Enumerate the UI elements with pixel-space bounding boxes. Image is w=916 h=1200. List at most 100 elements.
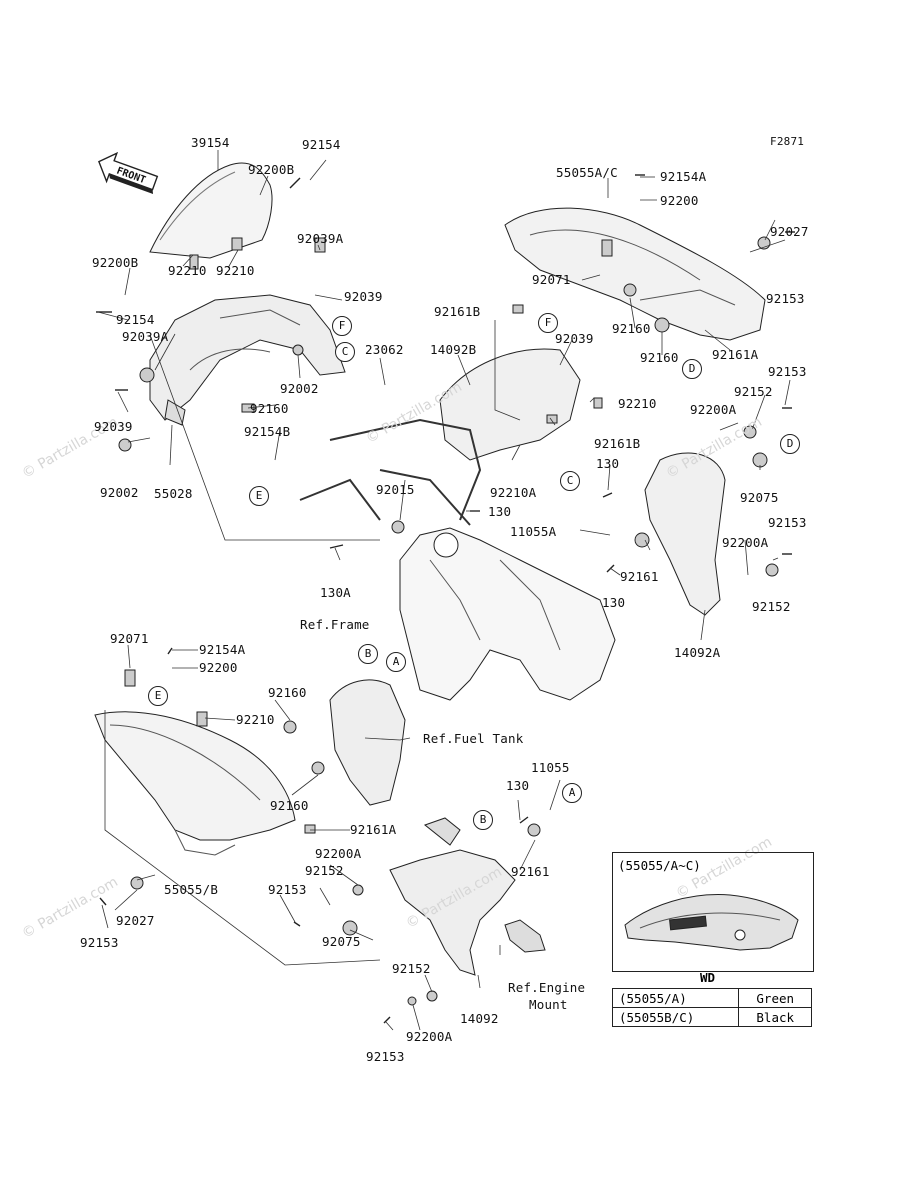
part-label[interactable]: 92200A [406,1029,453,1044]
callout-b: B [473,810,493,830]
cowl-stay [439,348,581,461]
part-label[interactable]: 92075 [740,490,779,505]
part-label[interactable]: 92200 [199,660,238,675]
part-label[interactable]: 11055A [510,524,557,539]
part-label[interactable]: 92160 [270,798,309,813]
inset-part-image [624,894,799,951]
part-label[interactable]: 92152 [734,384,773,399]
part-label[interactable]: 92160 [640,350,679,365]
color-table: (55055/A) Green (55055B/C) Black [611,988,812,1027]
part-label[interactable]: 92039 [555,331,594,346]
part-label[interactable]: 92200A [315,846,362,861]
color-row-value: Black [738,1007,812,1027]
part-label[interactable]: 92200B [92,255,139,270]
part-label[interactable]: 92002 [100,485,139,500]
part-label[interactable]: 92154 [302,137,341,152]
part-label[interactable]: 92160 [612,321,651,336]
part-label[interactable]: 92210 [236,712,275,727]
part-label[interactable]: 92161A [712,347,759,362]
part-label[interactable]: 55028 [154,486,193,501]
part-label[interactable]: 92161 [511,864,550,879]
inner-panel-right [644,452,726,616]
ref-frame-label: Ref.Frame [300,617,370,632]
ref-fuel-tank-label: Ref.Fuel Tank [423,731,524,746]
part-label[interactable]: 92210 [168,263,207,278]
part-label[interactable]: 92161A [350,822,397,837]
part-label[interactable]: 92160 [268,685,307,700]
part-label[interactable]: 92039A [122,329,169,344]
part-label[interactable]: 92154B [244,424,291,439]
inset-title: (55055/A~C) [618,858,701,873]
part-label[interactable]: 92161 [620,569,659,584]
part-label[interactable]: 92152 [752,599,791,614]
color-row: (55055B/C) Black [611,1007,812,1027]
bracket-55028 [164,399,186,426]
part-label[interactable]: 92027 [116,913,155,928]
part-label[interactable]: 92153 [766,291,805,306]
part-label[interactable]: 39154 [191,135,230,150]
part-label[interactable]: 92071 [110,631,149,646]
callout-e: E [249,486,269,506]
part-label[interactable]: 55055A/C [556,165,618,180]
part-label[interactable]: 92200A [690,402,737,417]
part-label[interactable]: 92153 [268,882,307,897]
inner-panel-lower [389,849,516,976]
callout-a: A [386,652,406,672]
part-label[interactable]: 11055 [531,760,570,775]
part-label[interactable]: 92153 [366,1049,405,1064]
part-label[interactable]: 92200 [660,193,699,208]
part-label[interactable]: 130A [320,585,351,600]
part-label[interactable]: 92210 [618,396,657,411]
part-label[interactable]: 92039A [297,231,344,246]
part-label[interactable]: 14092A [674,645,721,660]
part-label[interactable]: 130 [488,504,512,519]
callout-f: F [332,316,352,336]
part-label[interactable]: 92200A [722,535,769,550]
callout-c: C [560,471,580,491]
callout-b: B [358,644,378,664]
part-label[interactable]: 92154A [199,642,246,657]
callout-f: F [538,313,558,333]
part-label[interactable]: 130 [506,778,530,793]
part-label[interactable]: 92152 [392,961,431,976]
figure-code: F2871 [770,135,805,148]
part-label[interactable]: 92161B [594,436,641,451]
part-label[interactable]: 92154A [660,169,707,184]
part-label[interactable]: 92153 [80,935,119,950]
part-label[interactable]: 92160 [250,401,289,416]
ref-engine-mount-label: Mount [529,997,568,1012]
part-label[interactable]: 92027 [770,224,809,239]
part-label[interactable]: 92153 [768,364,807,379]
part-label[interactable]: 92161B [434,304,481,319]
part-label[interactable]: 92153 [768,515,807,530]
part-label[interactable]: 55055/B [164,882,219,897]
color-row: (55055/A) Green [611,988,812,1008]
front-direction-icon: FRONT [98,151,159,195]
part-label[interactable]: 92071 [532,272,571,287]
part-label[interactable]: 14092B [430,342,477,357]
part-label[interactable]: 92200B [248,162,295,177]
part-label[interactable]: 23062 [365,342,404,357]
part-label[interactable]: 130 [596,456,620,471]
part-label[interactable]: 92210A [490,485,537,500]
inset-caption: WD [700,970,716,985]
part-label[interactable]: 92154 [116,312,155,327]
callout-d: D [780,434,800,454]
part-label[interactable]: 92210 [216,263,255,278]
part-label[interactable]: 14092 [460,1011,499,1026]
part-label[interactable]: 92152 [305,863,344,878]
part-label[interactable]: 92039 [94,419,133,434]
part-label[interactable]: 130 [602,595,626,610]
callout-a: A [562,783,582,803]
part-label[interactable]: 92039 [344,289,383,304]
inner-cover [329,679,406,806]
color-row-part: (55055B/C) [611,1007,740,1027]
part-label[interactable]: 92002 [280,381,319,396]
windscreen [149,162,273,259]
callout-c: C [335,342,355,362]
part-label[interactable]: 92075 [322,934,361,949]
callout-e: E [148,686,168,706]
part-label[interactable]: 92015 [376,482,415,497]
